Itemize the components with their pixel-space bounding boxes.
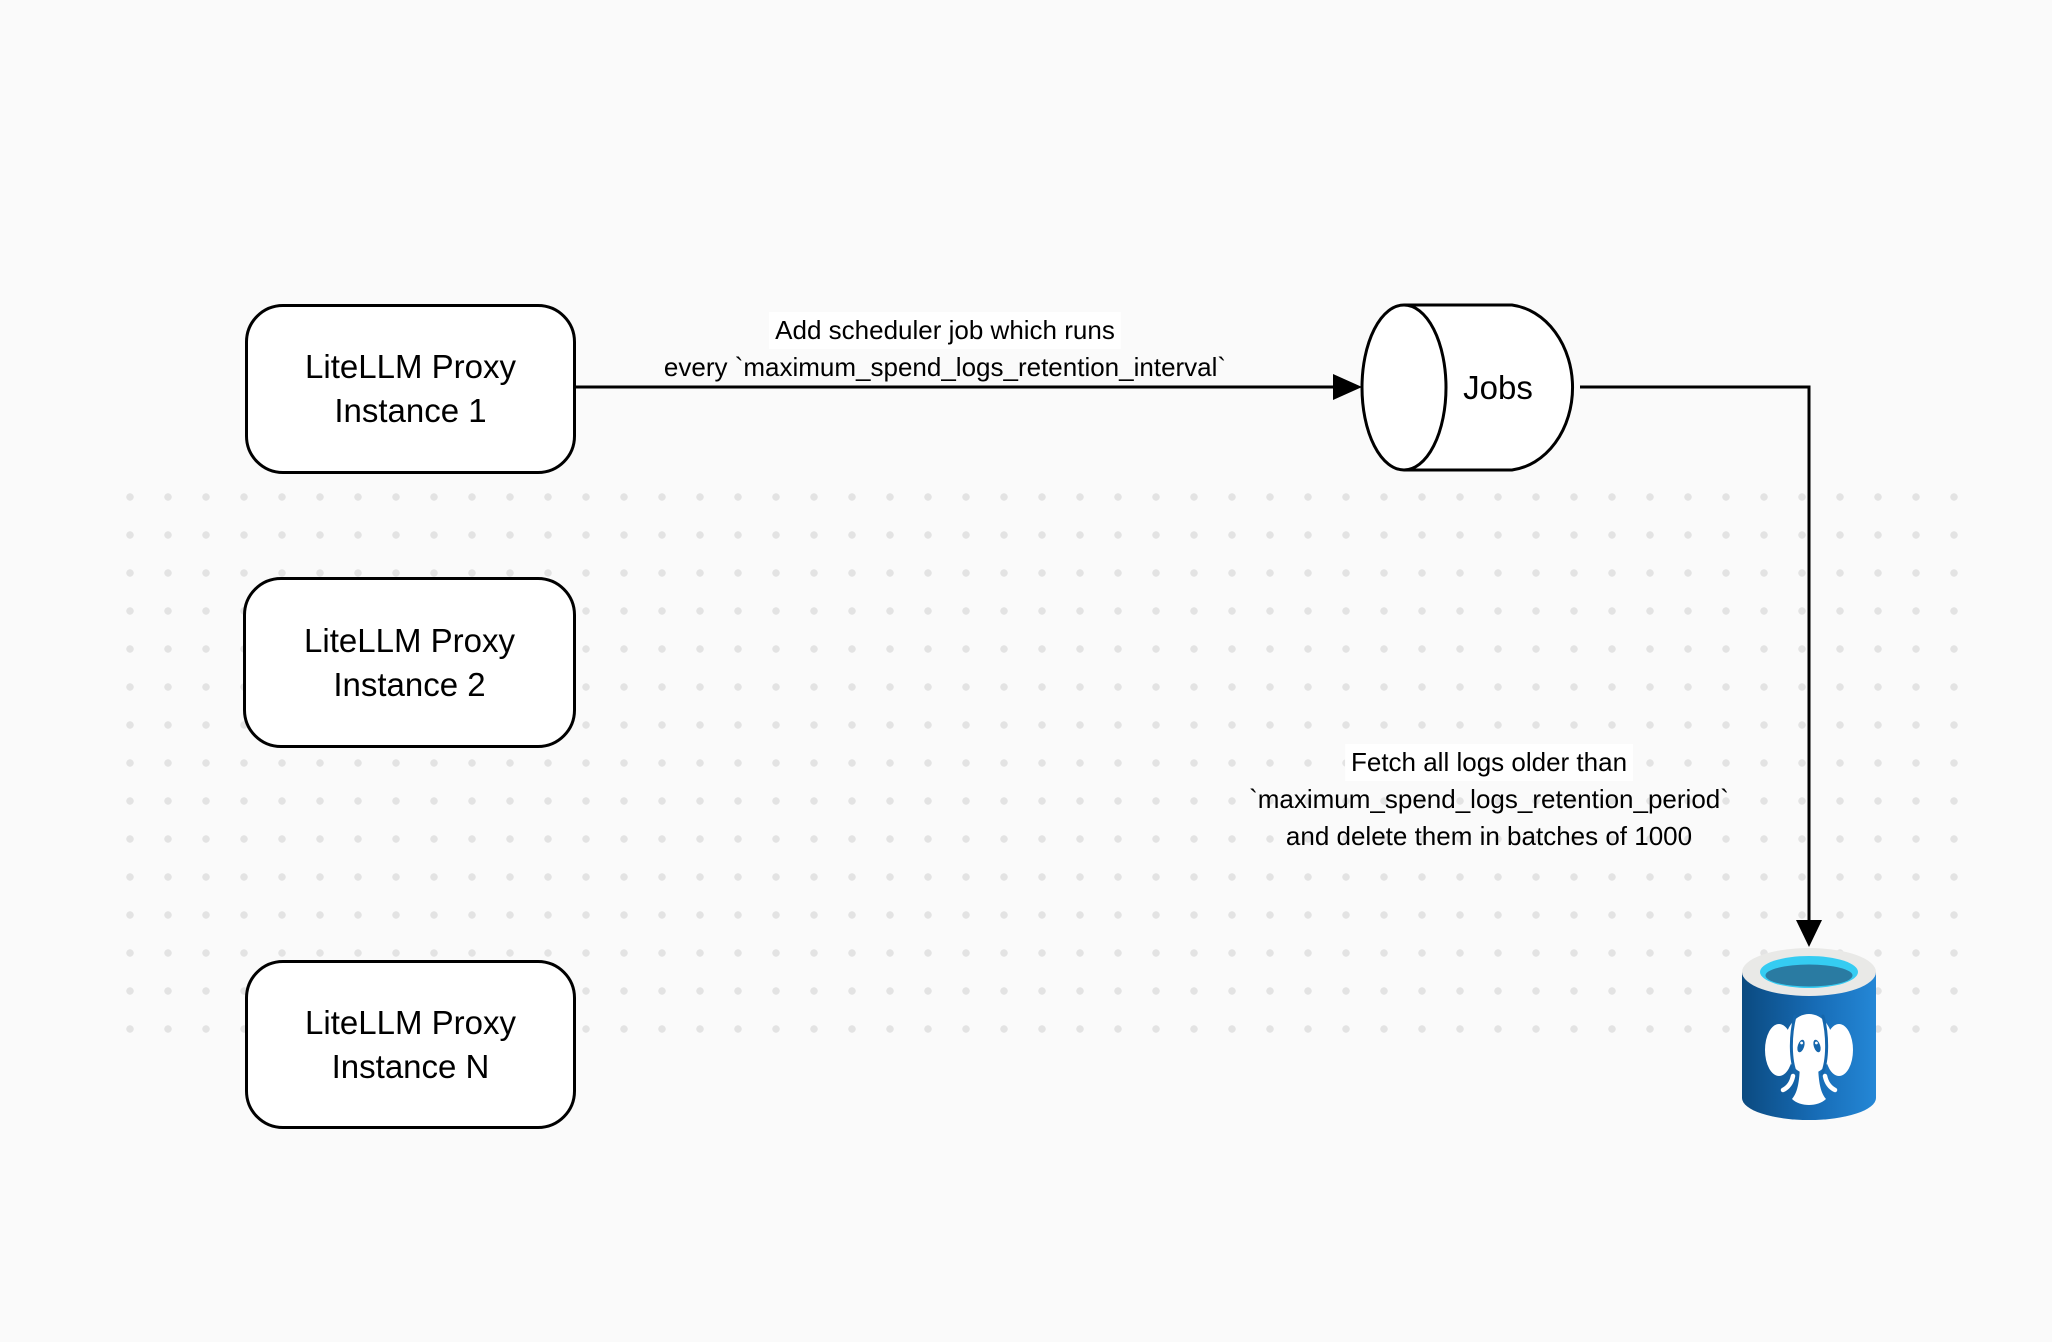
proxy-instance-2-node: LiteLLM Proxy Instance 2 (243, 577, 576, 748)
db-liquid (1765, 964, 1853, 987)
proxy-instance-n-node: LiteLLM Proxy Instance N (245, 960, 576, 1129)
edge-label-line: and delete them in batches of 1000 (1285, 821, 1693, 851)
edge-label-line: Add scheduler job which runs (769, 312, 1121, 349)
proxy-instance-1-node: LiteLLM Proxy Instance 1 (245, 304, 576, 474)
edge-label-line: every `maximum_spend_logs_retention_inte… (663, 352, 1227, 382)
jobs-queue-label: Jobs (1463, 369, 1533, 406)
node-label-line: LiteLLM Proxy (305, 348, 516, 385)
scheduler-edge-arrow (570, 374, 1362, 400)
edge-label-line: `maximum_spend_logs_retention_period` (1249, 784, 1729, 814)
scheduler-edge-label: Add scheduler job which runs every `maxi… (664, 312, 1226, 386)
node-label-line: Instance N (331, 1047, 490, 1085)
cleanup-edge-arrow (1580, 385, 1822, 947)
node-label-line: Instance 1 (334, 392, 487, 429)
postgresql-database-icon (1742, 948, 1876, 1120)
jobs-queue-cylinder-icon (1360, 303, 1575, 472)
arrowhead-down-icon (1796, 920, 1822, 947)
dot-grid-background (111, 478, 1979, 1050)
node-label-line: Instance 2 (333, 665, 486, 703)
cleanup-edge-label: Fetch all logs older than `maximum_spend… (1249, 744, 1729, 855)
arrowhead-right-icon (1333, 374, 1362, 400)
edge-label-line: Fetch all logs older than (1344, 744, 1634, 781)
node-label-line: LiteLLM Proxy (305, 1003, 516, 1041)
postgresql-elephant-icon (1765, 1014, 1853, 1105)
node-label-line: LiteLLM Proxy (304, 621, 515, 659)
